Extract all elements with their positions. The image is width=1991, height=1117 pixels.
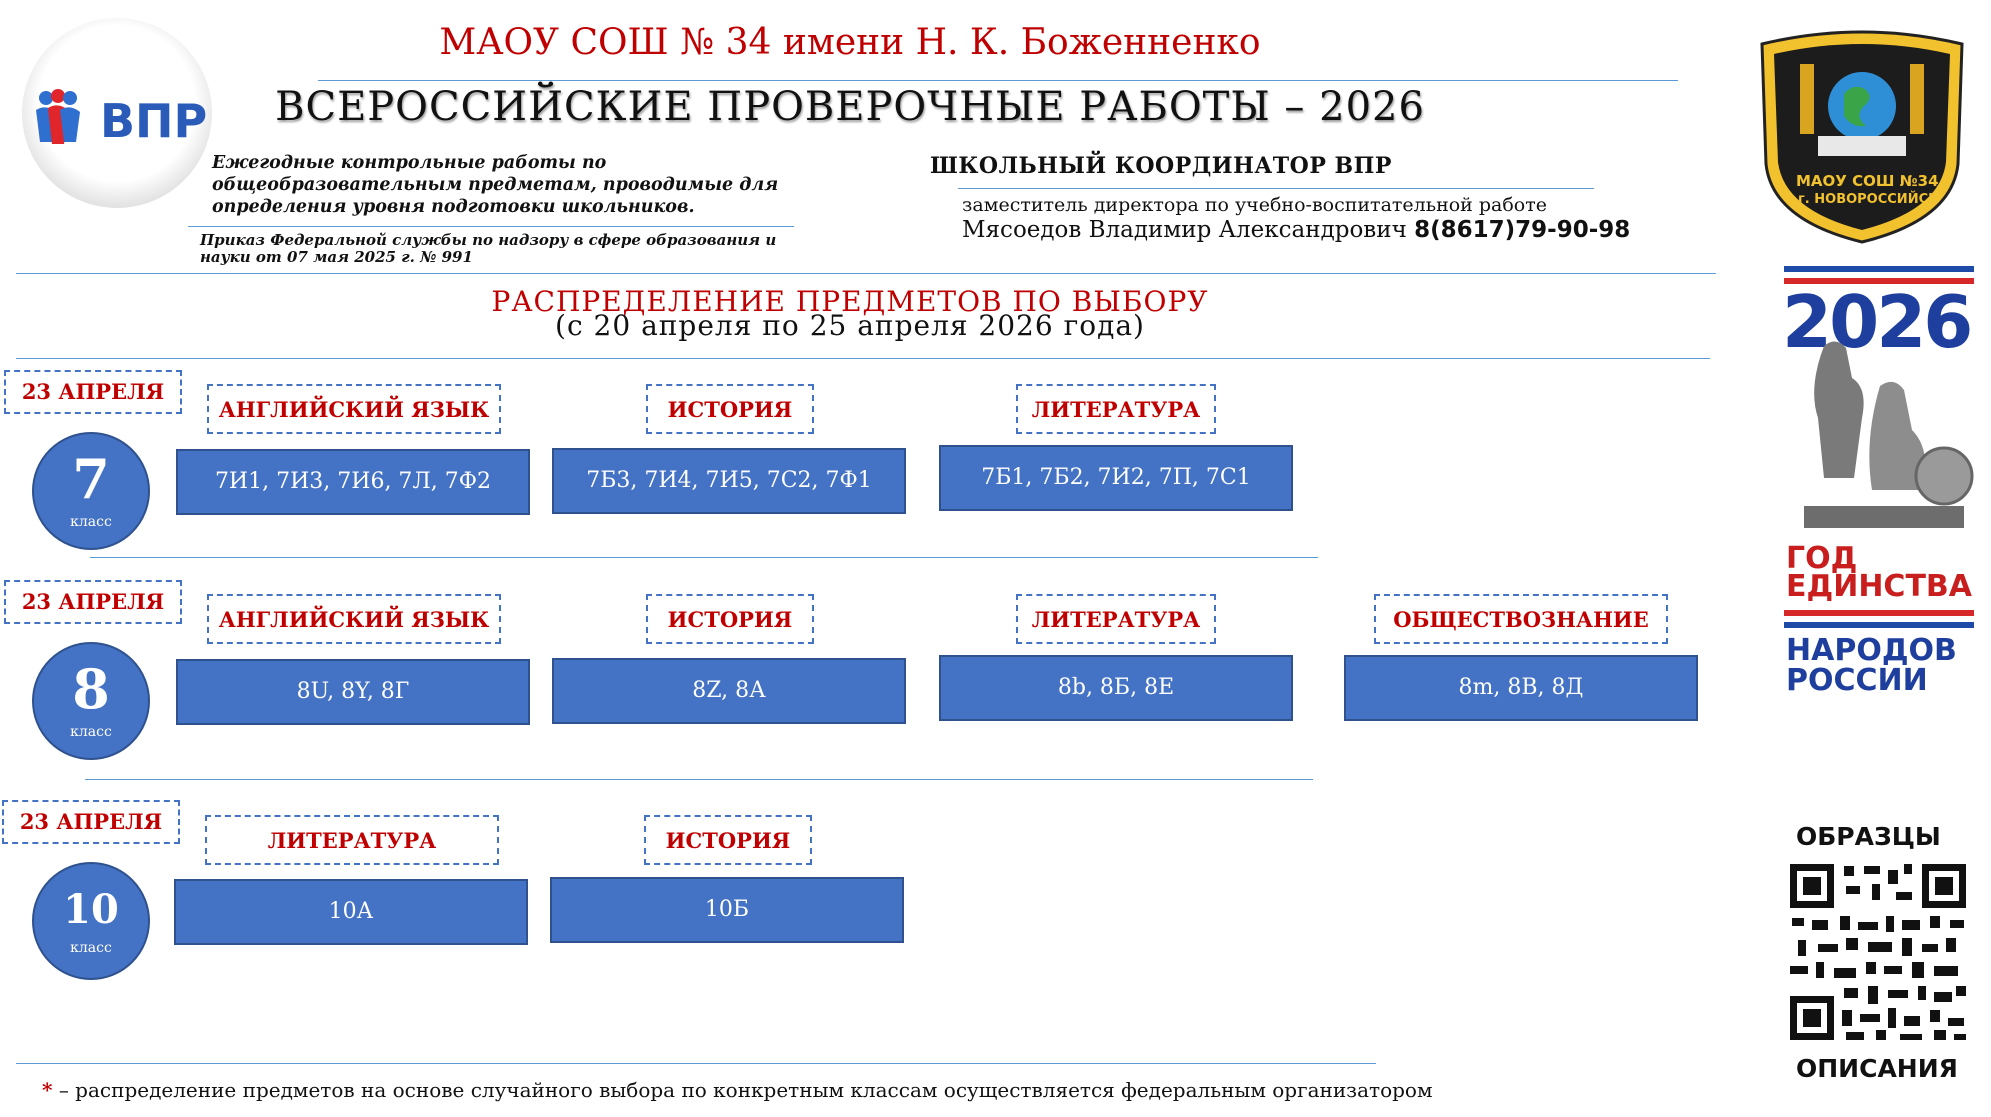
grade-number: 7: [72, 447, 110, 511]
grade-10-badge: 10 класс: [32, 862, 150, 980]
grade-7-badge: 7 класс: [32, 432, 150, 550]
qr-code[interactable]: [1784, 858, 1972, 1046]
qr-bottom-label: ОПИСАНИЯ: [1796, 1054, 1958, 1083]
divider: [16, 358, 1710, 359]
divider: [85, 779, 1313, 780]
flag-stripe: [1784, 610, 1974, 616]
grade-8-subject-history: ИСТОРИЯ: [646, 594, 814, 644]
poster-line: ЕДИНСТВА: [1786, 569, 1972, 604]
school-emblem: МАОУ СОШ №34 г. НОВОРОССИЙСК: [1752, 24, 1972, 246]
vpr-logo-text: ВПР: [100, 94, 208, 148]
divider: [16, 1063, 1376, 1064]
grade-8-subject-literature: ЛИТЕРАТУРА: [1016, 594, 1216, 644]
grade-10-classes-literature: 10А: [174, 879, 528, 945]
poster-line: РОССИИ: [1786, 663, 1928, 698]
section-title: РАСПРЕДЕЛЕНИЕ ПРЕДМЕТОВ ПО ВЫБОРУ: [491, 285, 1209, 318]
divider: [958, 188, 1594, 189]
emblem-line2: г. НОВОРОССИЙСК: [1798, 192, 1939, 207]
emblem-line1: МАОУ СОШ №34: [1796, 172, 1939, 190]
page-title: ВСЕРОССИЙСКИЕ ПРОВЕРОЧНЫЕ РАБОТЫ – 2026: [275, 84, 1425, 130]
grade-label: класс: [70, 724, 112, 740]
poster-line: НАРОДОВ: [1786, 633, 1957, 668]
vpr-logo: ВПР: [22, 18, 212, 208]
divider: [188, 226, 794, 227]
divider: [318, 80, 1678, 81]
year-of-unity-poster: 2026 ГОД ЕДИНСТВА НАРОДОВ РОССИИ: [1780, 266, 1980, 716]
grade-10-subject-literature: ЛИТЕРАТУРА: [205, 815, 499, 865]
qr-code-icon: [1784, 858, 1972, 1046]
coordinator-name: Мясоедов Владимир Александрович: [962, 217, 1407, 243]
grade-10-date: 23 АПРЕЛЯ: [2, 800, 180, 844]
coordinator-phone: 8(8617)79-90-98: [1414, 217, 1631, 243]
coordinator-title: ШКОЛЬНЫЙ КООРДИНАТОР ВПР: [930, 153, 1392, 179]
divider: [90, 557, 1318, 558]
footnote-star: *: [42, 1078, 53, 1102]
grade-8-badge: 8 класс: [32, 642, 150, 760]
grade-label: класс: [70, 514, 112, 530]
coordinator-role: заместитель директора по учебно-воспитат…: [962, 194, 1547, 216]
grade-8-subject-english: АНГЛИЙСКИЙ ЯЗЫК: [207, 594, 501, 644]
grade-8-classes-english: 8U, 8Y, 8Г: [176, 659, 530, 725]
footnote: * – распределение предметов на основе сл…: [42, 1078, 1433, 1102]
poster-line: ГОД: [1786, 541, 1858, 576]
grade-7-classes-history: 7Б3, 7И4, 7И5, 7С2, 7Ф1: [552, 448, 906, 514]
grade-7-subject-english: АНГЛИЙСКИЙ ЯЗЫК: [207, 384, 501, 434]
grade-7-date: 23 АПРЕЛЯ: [4, 370, 182, 414]
vpr-logo-icon: [36, 89, 80, 144]
flag-stripe: [1784, 622, 1974, 628]
grade-7-subject-history: ИСТОРИЯ: [646, 384, 814, 434]
grade-number: 10: [63, 886, 119, 933]
grade-8-classes-history: 8Z, 8А: [552, 658, 906, 724]
footnote-text: – распределение предметов на основе случ…: [52, 1078, 1433, 1102]
monument-icon: [1804, 341, 1974, 528]
vpr-description: Ежегодные контрольные работы по общеобра…: [212, 153, 779, 217]
grade-8-subject-social-studies: ОБЩЕСТВОЗНАНИЕ: [1374, 594, 1668, 644]
grade-10-subject-history: ИСТОРИЯ: [644, 815, 812, 865]
grade-8-classes-literature: 8b, 8Б, 8Е: [939, 655, 1293, 721]
flag-stripe: [1784, 266, 1974, 272]
order-reference: Приказ Федеральной службы по надзору в с…: [200, 231, 777, 266]
grade-8-date: 23 АПРЕЛЯ: [4, 580, 182, 624]
divider: [16, 273, 1716, 274]
qr-top-label: ОБРАЗЦЫ: [1796, 822, 1941, 851]
section-subtitle: (с 20 апреля по 25 апреля 2026 года): [555, 309, 1145, 342]
grade-label: класс: [70, 940, 112, 956]
grade-7-classes-english: 7И1, 7И3, 7И6, 7Л, 7Ф2: [176, 449, 530, 515]
grade-7-classes-literature: 7Б1, 7Б2, 7И2, 7П, 7С1: [939, 445, 1293, 511]
flag-stripe: [1784, 278, 1974, 284]
coordinator-contact: Мясоедов Владимир Александрович 8(8617)7…: [962, 217, 1630, 243]
grade-8-classes-social-studies: 8m, 8В, 8Д: [1344, 655, 1698, 721]
school-name: МАОУ СОШ № 34 имени Н. К. Боженненко: [439, 22, 1261, 63]
grade-10-classes-history: 10Б: [550, 877, 904, 943]
shield-icon: [1760, 30, 1964, 244]
grade-7-subject-literature: ЛИТЕРАТУРА: [1016, 384, 1216, 434]
grade-number: 8: [72, 657, 110, 721]
poster-year: 2026: [1782, 280, 1973, 364]
